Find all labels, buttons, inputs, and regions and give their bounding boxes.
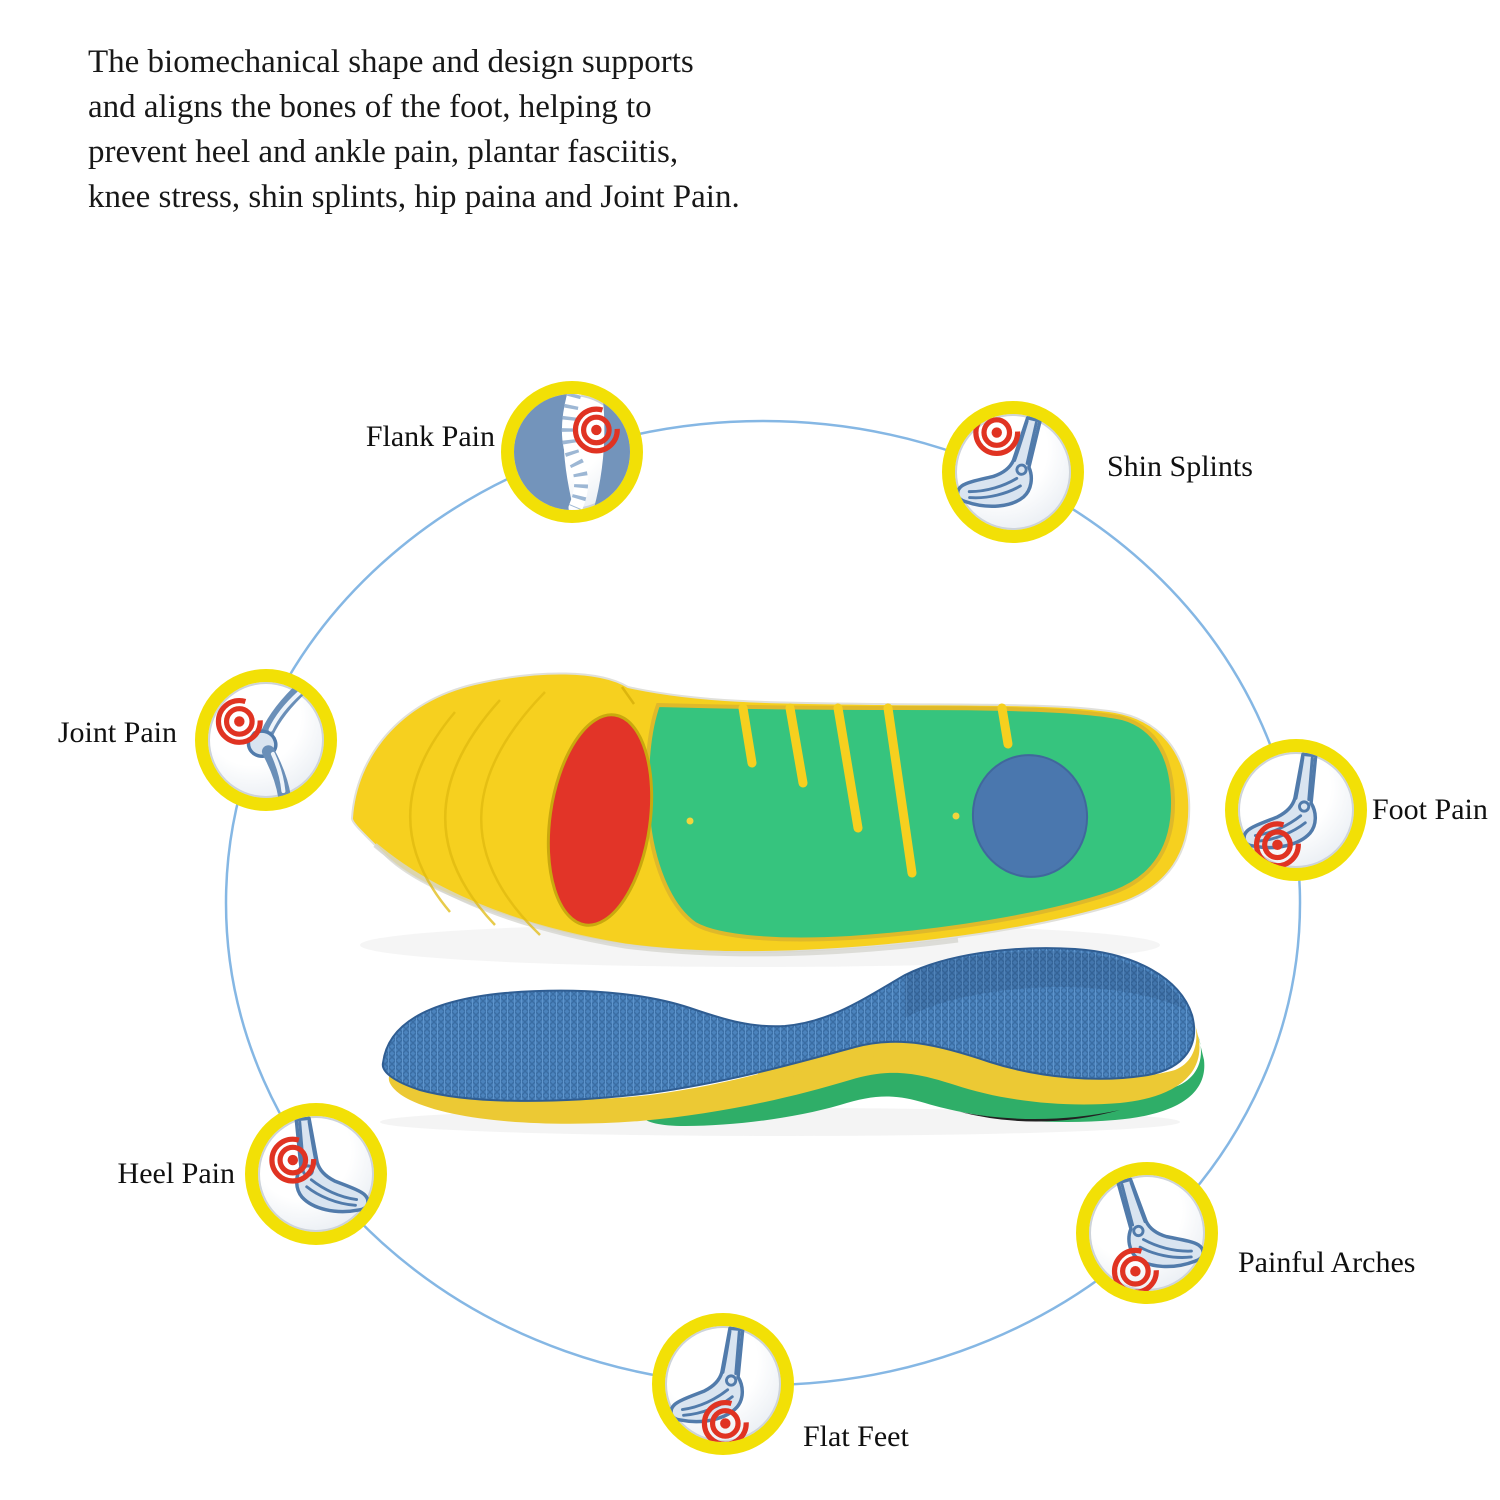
pain-label-heel: Heel Pain (117, 1157, 235, 1190)
flat-foot-icon (669, 1326, 749, 1442)
insole-sole-edge (373, 843, 959, 957)
pain-target-icon (1111, 1247, 1159, 1291)
insole-red-pad (546, 713, 654, 927)
insole-bottom-view (351, 672, 1191, 967)
intro-text: The biomechanical shape and design suppo… (88, 44, 740, 215)
pain-badge-arches (1076, 1162, 1218, 1304)
heel-rubber-pad (960, 1110, 1120, 1122)
pain-label-arches: Painful Arches (1238, 1246, 1416, 1279)
heel-cup-shading (905, 951, 1186, 1018)
pain-label-flat: Flat Feet (803, 1420, 909, 1453)
vent-dot (686, 817, 694, 825)
pain-badge-shin (942, 401, 1084, 543)
pain-target-icon (1253, 821, 1301, 868)
pain-badge-flank (501, 381, 643, 523)
insole-crease (620, 686, 636, 705)
pain-badge-joint (195, 669, 337, 811)
pain-label-joint: Joint Pain (57, 716, 177, 749)
arch-bone-icon (1111, 1177, 1205, 1291)
pain-target-icon (701, 1399, 749, 1442)
toe-ridge-lines (409, 691, 546, 936)
insole-side-view (380, 947, 1205, 1136)
pain-target-icon (572, 406, 620, 454)
pain-label-shin: Shin Splints (1107, 450, 1253, 483)
pain-label-flank: Flank Pain (365, 420, 495, 453)
foot-bone-icon (1242, 752, 1318, 868)
pain-label-foot: Foot Pain (1372, 793, 1488, 826)
pain-badge-foot (1225, 739, 1367, 881)
pain-badge-heel (245, 1103, 387, 1245)
pain-target-icon (269, 1136, 317, 1184)
pain-target-icon (215, 697, 263, 745)
heel-bone-icon (269, 1116, 370, 1214)
insole-heel-pad (971, 754, 1089, 878)
pain-target-icon (973, 414, 1021, 457)
shin-bone-icon (956, 414, 1042, 508)
green-zone-drip-lines (738, 703, 1013, 878)
side-fabric-top (381, 947, 1196, 1102)
knee-joint-icon (215, 682, 310, 798)
pain-badge-flat (652, 1313, 794, 1455)
spine-icon (514, 394, 630, 510)
vent-dot (952, 812, 960, 820)
